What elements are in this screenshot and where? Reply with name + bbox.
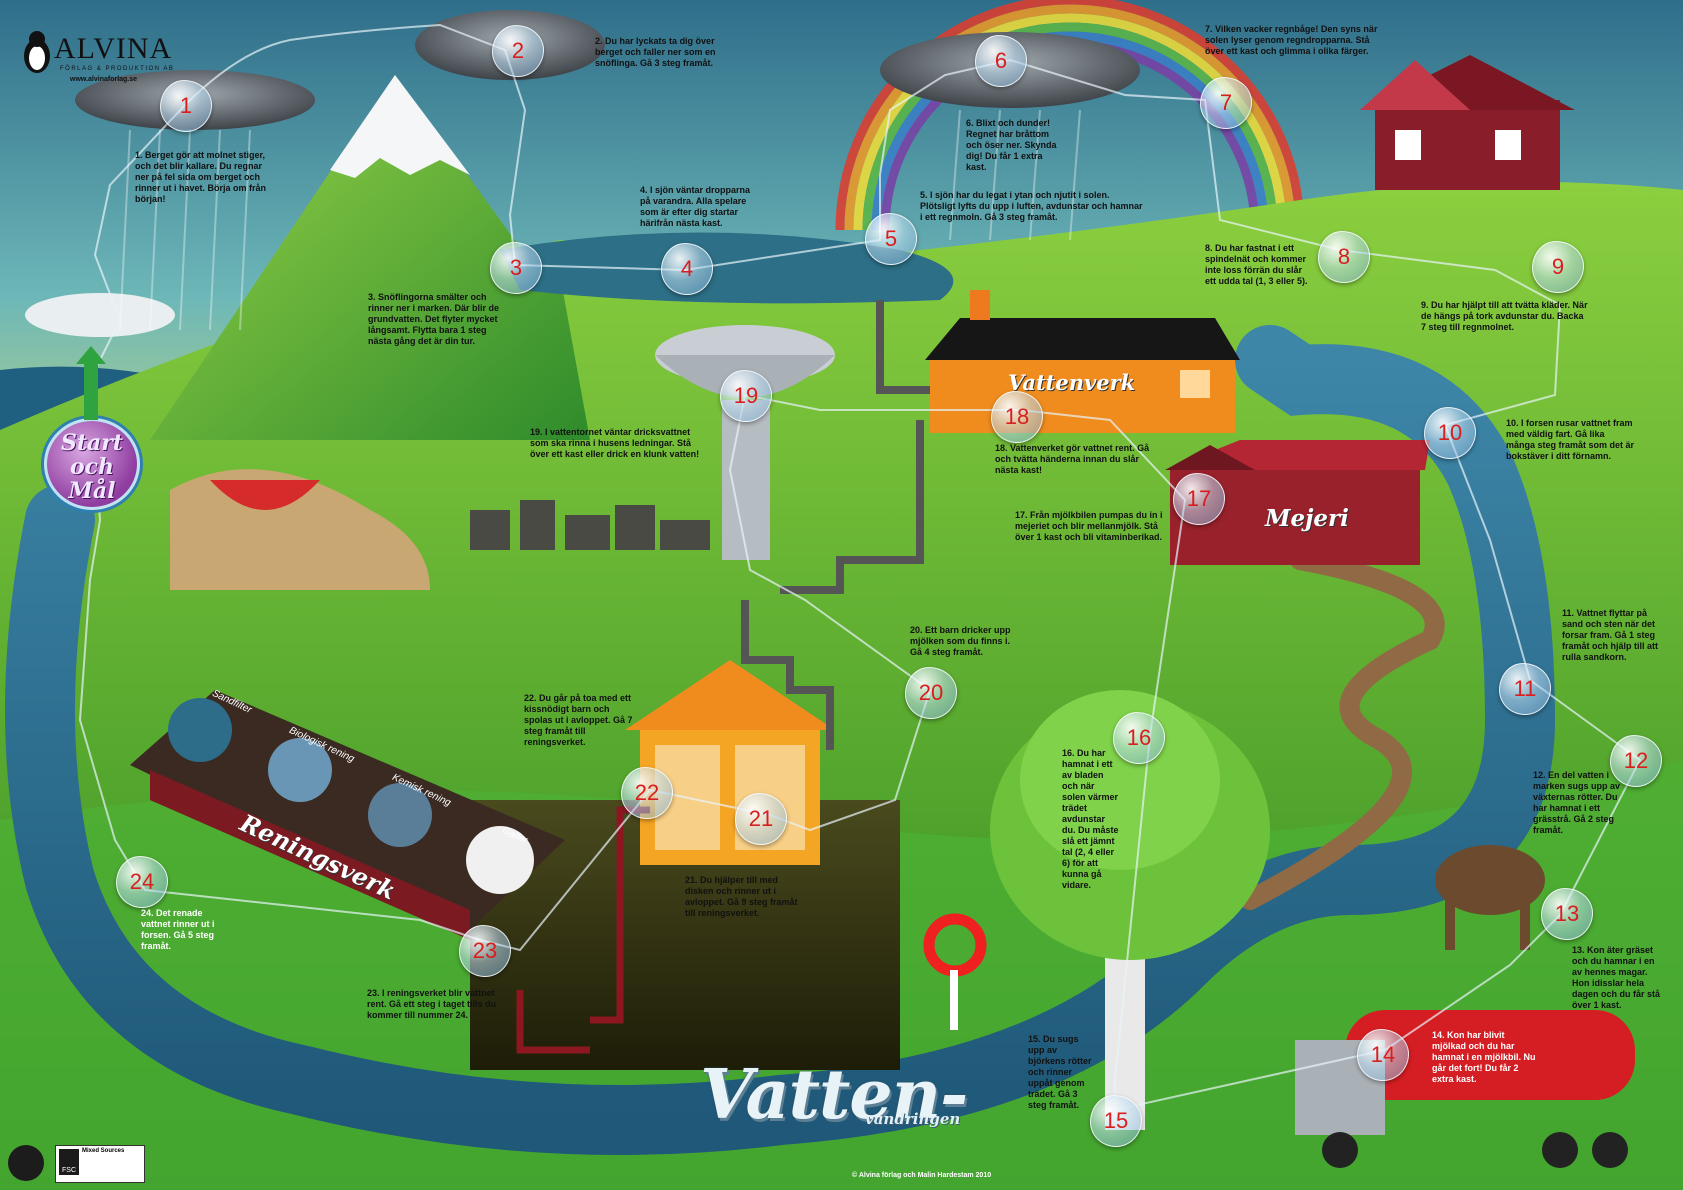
river	[5, 325, 1556, 1155]
start-arrow-icon	[84, 360, 98, 420]
space-6[interactable]: 6	[975, 35, 1027, 87]
fsc-tree-icon: FSC	[59, 1149, 79, 1175]
mejeri-label: Mejeri	[1265, 505, 1349, 532]
space-15[interactable]: 15	[1090, 1095, 1142, 1147]
umbrella	[210, 480, 320, 510]
nordic-swan-icon	[8, 1145, 44, 1181]
space-4[interactable]: 4	[661, 243, 713, 295]
mountain-snow	[330, 75, 470, 178]
space-9[interactable]: 9	[1532, 241, 1584, 293]
space-22[interactable]: 22	[621, 767, 673, 819]
birch-tree	[990, 690, 1270, 1130]
instruction-11: 11. Vattnet flyttar på sand och sten när…	[1562, 608, 1659, 662]
vattenverk-building	[925, 290, 1240, 433]
instruction-17: 17. Från mjölkbilen pumpas du in i mejer…	[1015, 510, 1163, 542]
start-line-2: och	[69, 454, 115, 480]
copyright: © Alvina förlag och Malin Hardestam 2010	[852, 1172, 992, 1179]
start-arrow-head-icon	[76, 346, 106, 364]
lake	[500, 232, 954, 304]
pipes	[741, 300, 930, 750]
space-8[interactable]: 8	[1318, 231, 1370, 283]
instruction-21: 21. Du hjälper till med disken och rinne…	[685, 875, 798, 918]
mountain	[150, 75, 590, 440]
brand-subtitle: FÖRLAG & PRODUKTION AB	[60, 66, 175, 72]
instruction-12: 12. En del vatten i marken sugs upp av v…	[1533, 770, 1621, 835]
city-silhouette	[470, 500, 710, 550]
space-1[interactable]: 1	[160, 80, 212, 132]
water-tower	[655, 325, 835, 560]
space-2[interactable]: 2	[492, 25, 544, 77]
rainbow	[835, 0, 1305, 231]
instruction-8: 8. Du har fastnat i ett spindelnät och k…	[1205, 243, 1308, 286]
space-7[interactable]: 7	[1200, 77, 1252, 129]
space-11[interactable]: 11	[1499, 663, 1551, 715]
instruction-24: 24. Det renade vattnet rinner ut i forse…	[141, 908, 215, 951]
space-19[interactable]: 19	[720, 370, 772, 422]
dirt-road	[1240, 550, 1445, 910]
rain	[119, 109, 1081, 331]
instruction-5: 5. I sjön har du legat i ytan och njutit…	[920, 190, 1143, 222]
space-23[interactable]: 23	[459, 925, 511, 977]
instruction-18: 18. Vattenverket gör vattnet rent. Gå oc…	[995, 443, 1150, 475]
instruction-1: 1. Berget gör att molnet stiger, och det…	[135, 150, 267, 204]
instruction-19: 19. I vattentornet väntar dricksvattnet …	[530, 427, 700, 459]
penguin-icon	[24, 31, 50, 73]
rain-clouds	[25, 10, 1140, 337]
instruction-4: 4. I sjön väntar dropparna på varandra. …	[640, 185, 751, 228]
start-line-1: Start	[60, 430, 124, 456]
mejeri-building	[1165, 440, 1430, 565]
instruction-23: 23. I reningsverket blir vattnet rent. G…	[367, 988, 497, 1020]
space-13[interactable]: 13	[1541, 888, 1593, 940]
instruction-22: 22. Du går på toa med ett kissnödigt bar…	[524, 693, 633, 747]
lifebuoy	[923, 913, 987, 1030]
board-title: Vatten-	[700, 1055, 968, 1135]
instruction-7: 7. Vilken vacker regnbåge! Den syns när …	[1205, 24, 1378, 56]
space-3[interactable]: 3	[490, 242, 542, 294]
brand-url: www.alvinaforlag.se	[70, 76, 138, 83]
space-5[interactable]: 5	[865, 213, 917, 265]
instruction-20: 20. Ett barn dricker upp mjölken som du …	[910, 625, 1011, 657]
milk-truck	[1295, 1010, 1635, 1168]
instruction-10: 10. I forsen rusar vattnet fram med väld…	[1506, 418, 1635, 461]
instruction-13: 13. Kon äter gräset och du hamnar i en a…	[1572, 945, 1661, 1010]
instruction-14: 14. Kon har blivit mjölkad och du har ha…	[1432, 1030, 1536, 1084]
droplet-trail	[78, 23, 1642, 1112]
instruction-6: 6. Blixt och dunder! Regnet har bråttom …	[966, 118, 1057, 172]
vattenverk-label: Vattenverk	[1008, 370, 1136, 395]
space-16[interactable]: 16	[1113, 712, 1165, 764]
instruction-2: 2. Du har lyckats ta dig över berget och…	[595, 36, 716, 68]
fsc-label: Mixed Sources	[82, 1148, 125, 1154]
brand-name: ALVINA	[54, 32, 173, 65]
space-18[interactable]: 18	[991, 391, 1043, 443]
space-21[interactable]: 21	[735, 793, 787, 845]
space-10[interactable]: 10	[1424, 407, 1476, 459]
soil-section	[470, 800, 900, 1070]
space-24[interactable]: 24	[116, 856, 168, 908]
space-17[interactable]: 17	[1173, 473, 1225, 525]
start-finish-circle[interactable]: Start och Mål	[44, 418, 140, 510]
space-12[interactable]: 12	[1610, 735, 1662, 787]
cow	[1435, 845, 1545, 950]
space-14[interactable]: 14	[1357, 1029, 1409, 1081]
reningsverk-building	[130, 690, 565, 940]
instruction-15: 15. Du sugs upp av björkens rötter och r…	[1028, 1034, 1092, 1110]
start-line-3: Mål	[68, 478, 116, 504]
space-20[interactable]: 20	[905, 667, 957, 719]
board-subtitle: vandringen	[865, 1110, 961, 1128]
drain-pipe-2	[516, 990, 590, 1054]
red-cottage	[1360, 55, 1575, 190]
instruction-16: 16. Du har hamnat i ett av bladen och nä…	[1062, 748, 1119, 890]
instruction-9: 9. Du har hjälpt till att tvätta kläder.…	[1421, 300, 1588, 332]
instruction-3: 3. Snöflingorna smälter och rinner ner i…	[368, 292, 500, 346]
fsc-badge: FSC Mixed Sources	[55, 1145, 145, 1183]
